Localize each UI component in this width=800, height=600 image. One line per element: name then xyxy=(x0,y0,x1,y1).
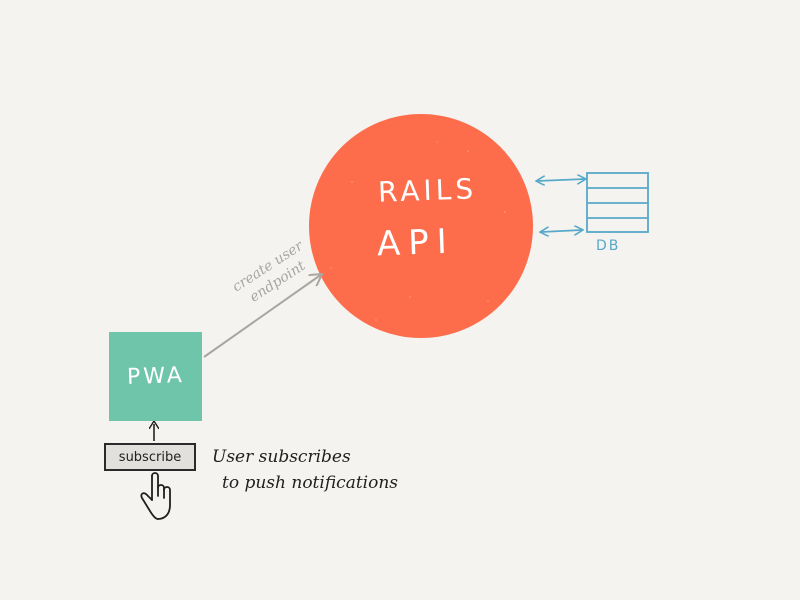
db-table-icon xyxy=(586,172,649,233)
note-line1: User subscribes xyxy=(212,447,351,467)
api-title-line1: RAILS xyxy=(377,172,478,209)
pwa-to-api-arrow xyxy=(203,274,322,358)
api-title-line2: API xyxy=(376,221,456,265)
subscribe-note: User subscribes to push notifications xyxy=(212,444,398,496)
db-arrow-bottom xyxy=(541,230,582,232)
pwa-label: PWA xyxy=(126,362,185,391)
db-label: DB xyxy=(596,238,621,254)
db-arrow-top xyxy=(537,179,585,181)
pwa-node: PWA xyxy=(109,332,202,421)
circle-texture xyxy=(330,141,506,321)
subscribe-button[interactable]: subscribe xyxy=(104,443,196,471)
note-line2: to push notifications xyxy=(222,473,399,493)
rails-api-node xyxy=(309,114,533,338)
hand-pointer-icon xyxy=(140,472,171,520)
